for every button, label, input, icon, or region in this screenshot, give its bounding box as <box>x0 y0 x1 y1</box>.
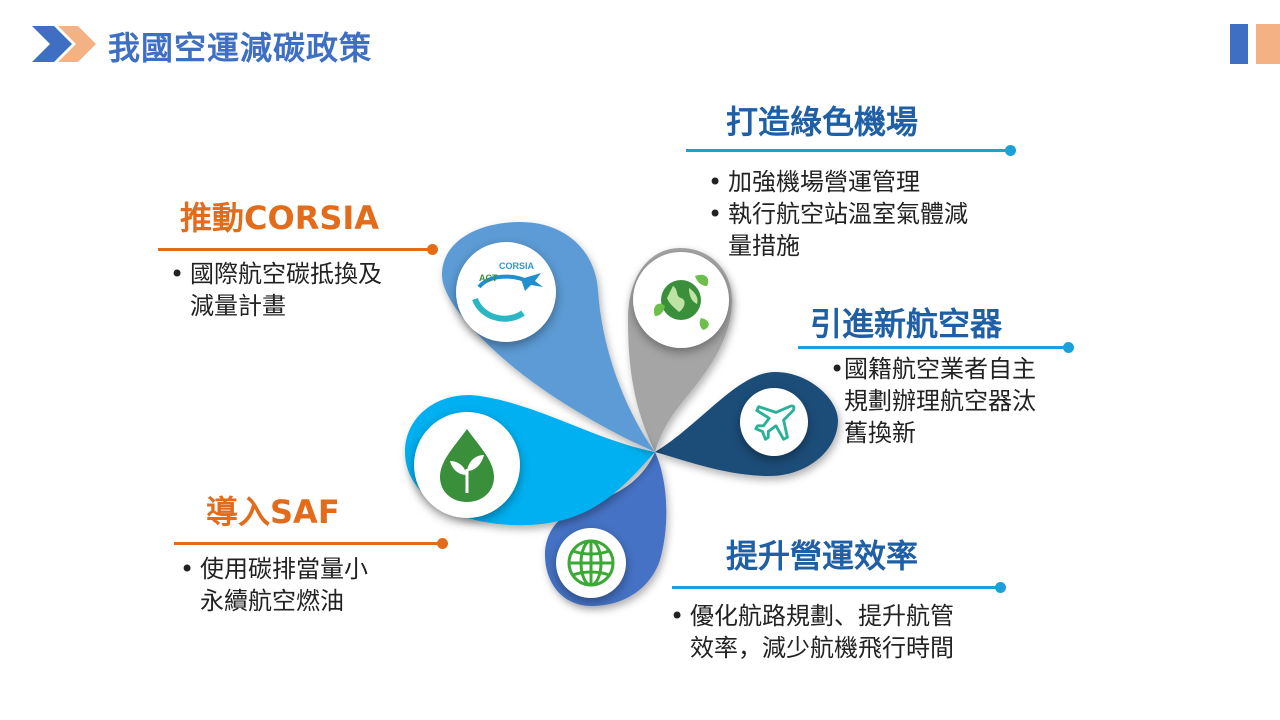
green-airport-bullets: 加強機場營運管理 執行航空站溫室氣體減 量措施 <box>706 166 1016 262</box>
new-aircraft-heading: 引進新航空器 <box>810 305 1003 343</box>
leaf-drop-circle <box>414 412 520 518</box>
green-globe-icon <box>653 274 709 330</box>
saf-underline <box>174 538 448 549</box>
chevron-arrows-icon <box>32 26 96 62</box>
corsia-bullet-1: 國際航空碳抵換及 減量計畫 <box>168 258 448 322</box>
airplane-circle <box>740 388 808 456</box>
saf-heading: 導入SAF <box>206 493 340 531</box>
svg-text:ACT: ACT <box>479 273 498 283</box>
new-aircraft-bullet-1: 國籍航空業者自主 規劃辦理航空器汰 舊換新 <box>830 353 1074 449</box>
green-airport-bullet-1: 加強機場營運管理 <box>706 166 1016 198</box>
green-airport-bullet-2: 執行航空站溫室氣體減 量措施 <box>706 198 1016 262</box>
corsia-underline <box>158 244 438 255</box>
green-globe-circle <box>633 252 729 348</box>
globe-grid-icon <box>567 539 615 587</box>
green-airport-underline <box>686 145 1016 156</box>
efficiency-bullets: 優化航路規劃、提升航管 效率，減少航機飛行時間 <box>668 600 1008 664</box>
green-airport-heading: 打造綠色機場 <box>726 103 919 141</box>
efficiency-bullet-1: 優化航路規劃、提升航管 效率，減少航機飛行時間 <box>668 600 1008 664</box>
corsia-bullets: 國際航空碳抵換及 減量計畫 <box>168 258 448 322</box>
page-title: 我國空運減碳政策 <box>108 29 373 67</box>
saf-bullets: 使用碳排當量小 永續航空燃油 <box>178 553 418 617</box>
corsia-logo-circle: ACT CORSIA <box>456 242 556 342</box>
act-corsia-logo: ACT CORSIA <box>472 261 543 322</box>
airplane-icon <box>754 404 796 441</box>
efficiency-underline <box>672 582 1006 593</box>
new-aircraft-underline <box>798 342 1074 353</box>
corsia-heading: 推動CORSIA <box>180 199 380 237</box>
svg-text:CORSIA: CORSIA <box>499 261 535 271</box>
efficiency-heading: 提升營運效率 <box>726 537 919 575</box>
leaf-drop-icon <box>440 429 494 502</box>
saf-bullet-1: 使用碳排當量小 永續航空燃油 <box>178 553 418 617</box>
new-aircraft-bullets: 國籍航空業者自主 規劃辦理航空器汰 舊換新 <box>830 353 1074 449</box>
globe-grid-circle <box>556 528 626 598</box>
corner-bars-icon <box>1230 24 1280 64</box>
